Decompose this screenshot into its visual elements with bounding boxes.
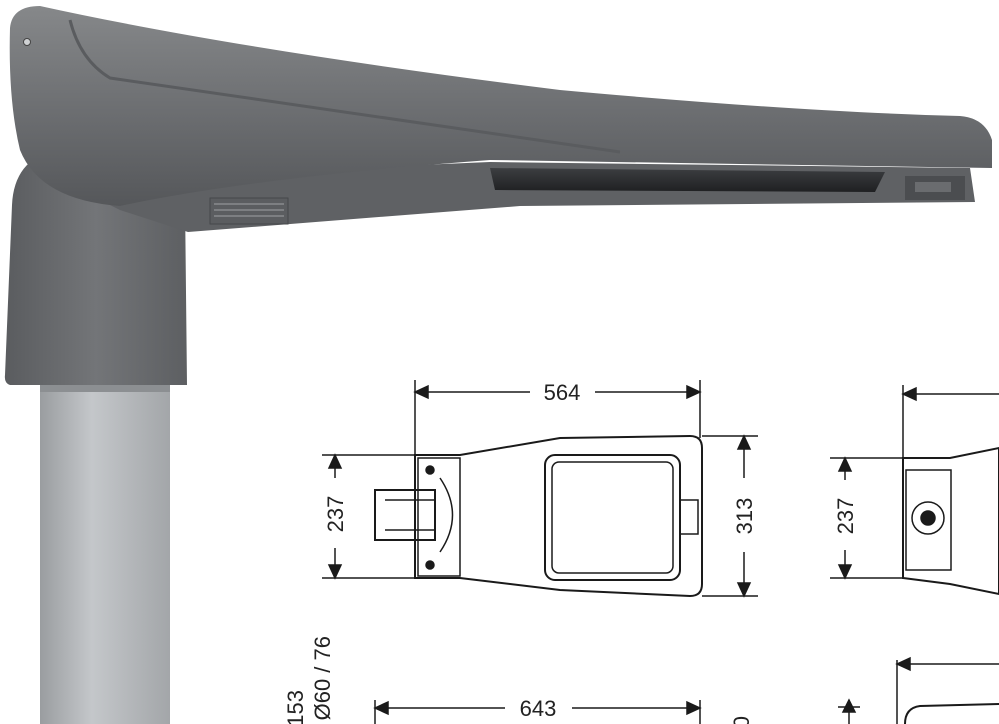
- top-view-1: [322, 380, 758, 598]
- top-view-outline: [414, 434, 703, 598]
- top-view-2: [830, 385, 999, 596]
- dim-side2-partial: 0: [729, 716, 754, 724]
- side-view: [373, 656, 999, 724]
- pole: [40, 380, 170, 724]
- dim-top-mount-width: 237: [323, 496, 348, 533]
- hood-crease: [68, 19, 621, 154]
- pole-collar-shadow: [40, 382, 170, 392]
- end-cap-detail: [915, 182, 951, 192]
- optic-lens: [490, 168, 885, 192]
- dim-top2-mount-width: 237: [833, 498, 858, 535]
- top-view-bracket: [417, 457, 461, 577]
- dim-pole-diameter: Ø60 / 76: [310, 636, 335, 720]
- hood-screw: [23, 38, 31, 46]
- product-render: [4, 6, 992, 724]
- luminaire-hood: [9, 6, 992, 206]
- dim-top-width: 313: [732, 498, 757, 535]
- dim-side-length: 643: [520, 696, 557, 721]
- top-view-lens: [544, 454, 681, 581]
- dim-top-length: 564: [544, 380, 581, 405]
- dim-pole-height: 153: [283, 690, 308, 724]
- vent-grille-icon: [209, 197, 289, 225]
